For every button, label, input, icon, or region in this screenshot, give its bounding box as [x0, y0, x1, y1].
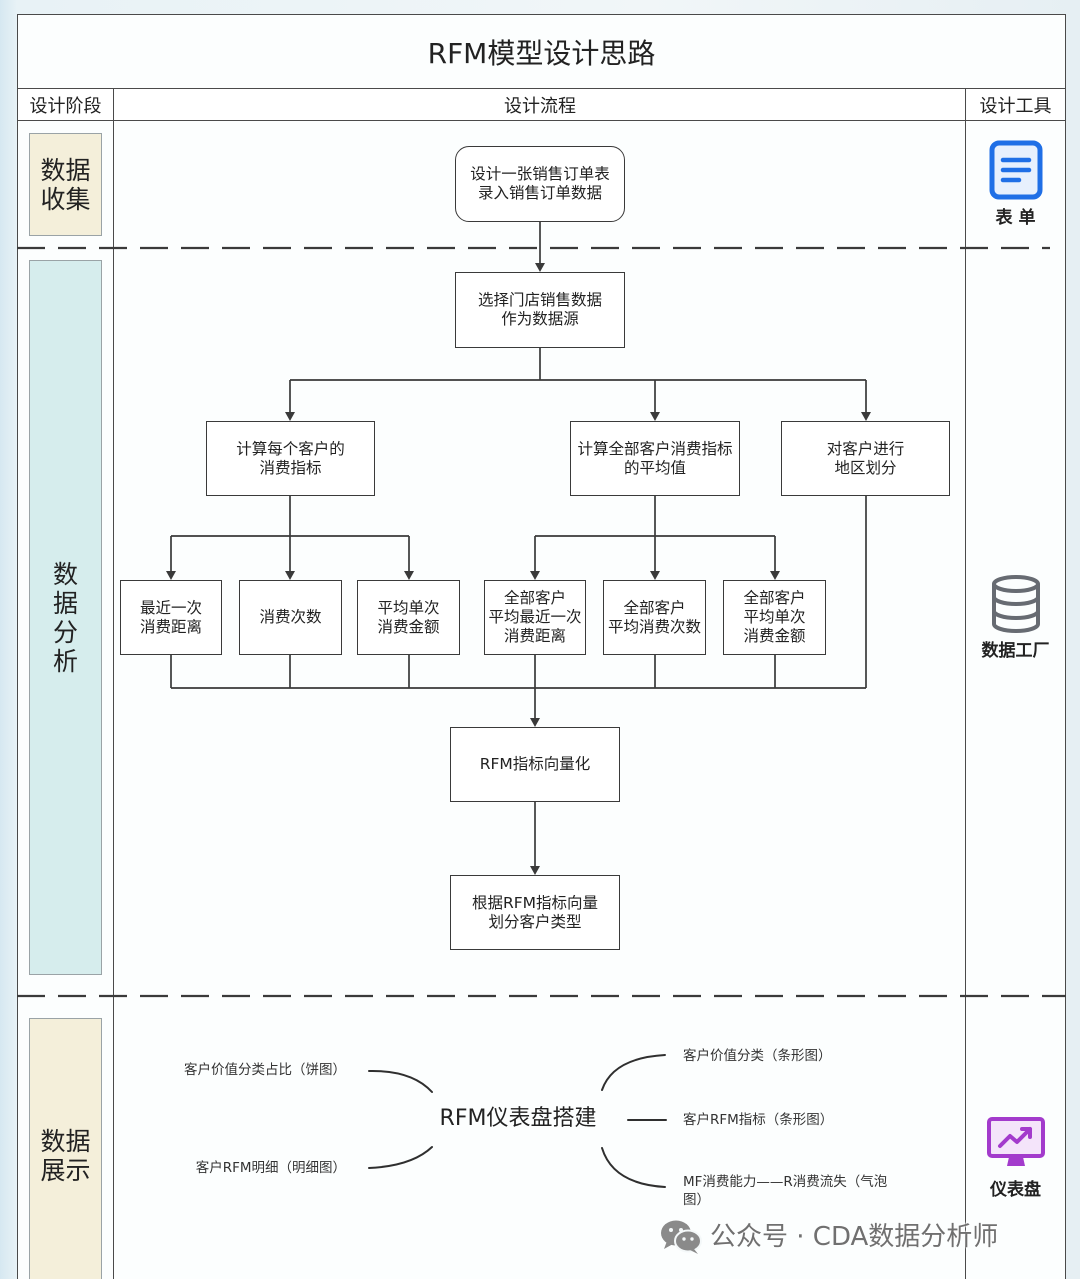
arrowhead — [530, 571, 540, 580]
flow-step-order-table: 设计一张销售订单表 录入销售订单数据 — [455, 146, 625, 222]
arrowhead — [861, 412, 871, 421]
connector-average-metrics-branch — [534, 496, 776, 573]
header-tool: 设计工具 — [967, 89, 1064, 120]
arrowhead — [535, 263, 545, 272]
stage-dividers — [17, 246, 1066, 998]
flow-step-average-metrics: 计算全部客户消费指标 的平均值 — [570, 421, 740, 496]
stage-data-analysis: 数据分析 — [29, 260, 102, 975]
arrowhead — [530, 718, 540, 727]
arrowheads — [166, 263, 871, 875]
dashboard-item-mf-r-bubble: MF消费能力——R消费流失（气泡 图） — [683, 1174, 888, 1208]
header-stage: 设计阶段 — [18, 89, 113, 120]
column-divider-tool — [965, 88, 966, 1279]
dashboard-item-value-share-pie: 客户价值分类占比（饼图） — [184, 1062, 346, 1078]
tool-label-form: 表 单 — [995, 208, 1036, 228]
stage-label: 数据展示 — [40, 1127, 91, 1185]
tool-dashboard — [986, 1116, 1046, 1170]
flow-step-avg-recency: 全部客户 平均最近一次 消费距离 — [484, 580, 586, 655]
title-divider — [17, 88, 1066, 89]
stage-data-display: 数据展示 — [29, 1018, 102, 1279]
stage-data-collection: 数据收集 — [29, 133, 102, 236]
stage-label: 数据分析 — [52, 559, 78, 676]
arrowhead — [770, 571, 780, 580]
dashboard-branches — [368, 1054, 667, 1188]
flow-step-data-source: 选择门店销售数据 作为数据源 — [455, 272, 625, 348]
branch-right-bottom — [601, 1147, 666, 1188]
arrowhead — [404, 571, 414, 580]
stage-label: 数据收集 — [40, 155, 91, 214]
branch-left-bottom — [368, 1146, 433, 1169]
flow-step-recency: 最近一次 消费距离 — [120, 580, 222, 655]
page-title: RFM模型设计思路 — [427, 37, 656, 70]
tool-label-data-factory: 数据工厂 — [981, 641, 1050, 661]
arrowhead — [650, 571, 660, 580]
flow-step-customer-metrics: 计算每个客户的 消费指标 — [206, 421, 375, 496]
wechat-icon — [661, 1220, 702, 1254]
dashboard-item-rfm-metrics-bar: 客户RFM指标（条形图） — [683, 1112, 834, 1128]
arrowhead — [530, 866, 540, 875]
branch-right-top — [601, 1054, 666, 1091]
tool-form — [989, 140, 1043, 200]
header-flow: 设计流程 — [115, 89, 965, 120]
tool-label-dashboard: 仪表盘 — [990, 1180, 1041, 1200]
dashboard-item-value-class-bar: 客户价值分类（条形图） — [683, 1048, 832, 1064]
arrowhead — [650, 412, 660, 421]
flow-step-avg-monetary: 全部客户 平均单次 消费金额 — [723, 580, 826, 655]
branch-left-top — [368, 1069, 433, 1093]
dashboard-monitor-icon — [987, 1117, 1045, 1166]
flow-step-vectorize: RFM指标向量化 — [450, 727, 620, 802]
flow-step-monetary: 平均单次 消费金额 — [357, 580, 460, 655]
flow-step-frequency: 消费次数 — [239, 580, 342, 655]
arrowhead — [285, 412, 295, 421]
flow-connectors — [170, 222, 867, 868]
arrowhead — [166, 571, 176, 580]
connector-source-branch — [289, 348, 867, 414]
arrowhead — [285, 571, 295, 580]
column-divider-stage — [113, 88, 114, 1279]
tool-data-factory — [989, 574, 1043, 634]
database-icon — [992, 575, 1040, 633]
flow-step-region-split: 对客户进行 地区划分 — [781, 421, 950, 496]
header-divider — [17, 120, 1066, 121]
dashboard-item-rfm-detail: 客户RFM明细（明细图） — [195, 1160, 346, 1176]
flow-step-classify: 根据RFM指标向量 划分客户类型 — [450, 875, 620, 950]
form-icon — [989, 140, 1043, 200]
dashboard-build-title: RFM仪表盘搭建 — [439, 1106, 597, 1131]
connector-merge — [170, 655, 866, 689]
flow-step-avg-frequency: 全部客户 平均消费次数 — [603, 580, 706, 655]
connector-customer-metrics-branch — [170, 496, 410, 573]
watermark-text: 公众号 · CDA数据分析师 — [710, 1222, 999, 1252]
